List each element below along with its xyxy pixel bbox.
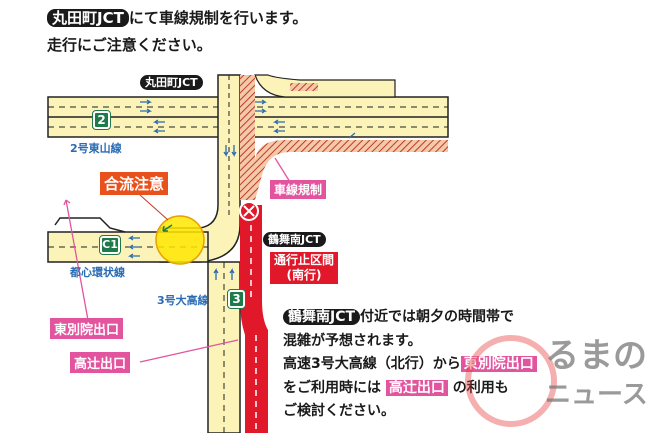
merge-leader-line bbox=[139, 194, 169, 221]
closure-label-line2: (南行) bbox=[286, 268, 322, 282]
higashibetsuin-exit-label: 東別院出口 bbox=[50, 318, 124, 339]
route3-road bbox=[207, 261, 241, 433]
route2-name: 2号東山線 bbox=[70, 142, 122, 155]
restriction-curve bbox=[255, 140, 448, 200]
route3-name: 3号大高線 bbox=[157, 294, 209, 307]
notice-exit-highlight-2: 高辻出口 bbox=[385, 379, 448, 396]
restricted-lane-hatch bbox=[290, 83, 318, 91]
jct-badge: 丸田町JCT bbox=[47, 9, 129, 27]
headline-line2: 走行にご注意ください。 bbox=[47, 36, 212, 54]
closed-section bbox=[240, 205, 268, 433]
restriction-strip bbox=[240, 75, 255, 200]
notice-line3: 高速3号大高線（北行）から bbox=[283, 356, 461, 372]
flow-arrows bbox=[127, 99, 356, 280]
watermark-logo-icon bbox=[465, 335, 557, 427]
headline-text: にて車線規制を行います。 bbox=[128, 9, 308, 27]
marutamachi-jct-label: 丸田町JCT bbox=[140, 75, 203, 90]
notice-jct-badge: 鶴舞南JCT bbox=[283, 309, 361, 325]
route3-sign: 3 bbox=[227, 289, 246, 309]
lane-restriction-label: 車線規制 bbox=[270, 180, 327, 199]
notice-line5: ご検討ください。 bbox=[283, 403, 395, 419]
route2-sign: 2 bbox=[92, 110, 111, 130]
notice-line2: 混雑が予想されます。 bbox=[283, 332, 422, 349]
closure-label: 通行止区間 (南行) bbox=[270, 252, 339, 284]
merge-caution-circle bbox=[155, 215, 205, 265]
no-entry-icon bbox=[239, 201, 259, 221]
watermark-text-1: るまの bbox=[545, 336, 647, 376]
closure-label-line1: 通行止区間 bbox=[274, 253, 335, 267]
watermark-text-2: ニュース bbox=[545, 380, 648, 410]
notice-line4: をご利用時には bbox=[283, 379, 381, 396]
tsurumaiminami-jct-label: 鶴舞南JCT bbox=[263, 232, 326, 247]
c1-name: 都心環状線 bbox=[70, 266, 125, 279]
merge-caution-label: 合流注意 bbox=[100, 172, 169, 195]
c1-sign: C1 bbox=[99, 235, 121, 255]
notice-line1: 付近では朝夕の時間帯で bbox=[360, 309, 515, 325]
takatsuji-exit-label: 高辻出口 bbox=[70, 352, 131, 373]
